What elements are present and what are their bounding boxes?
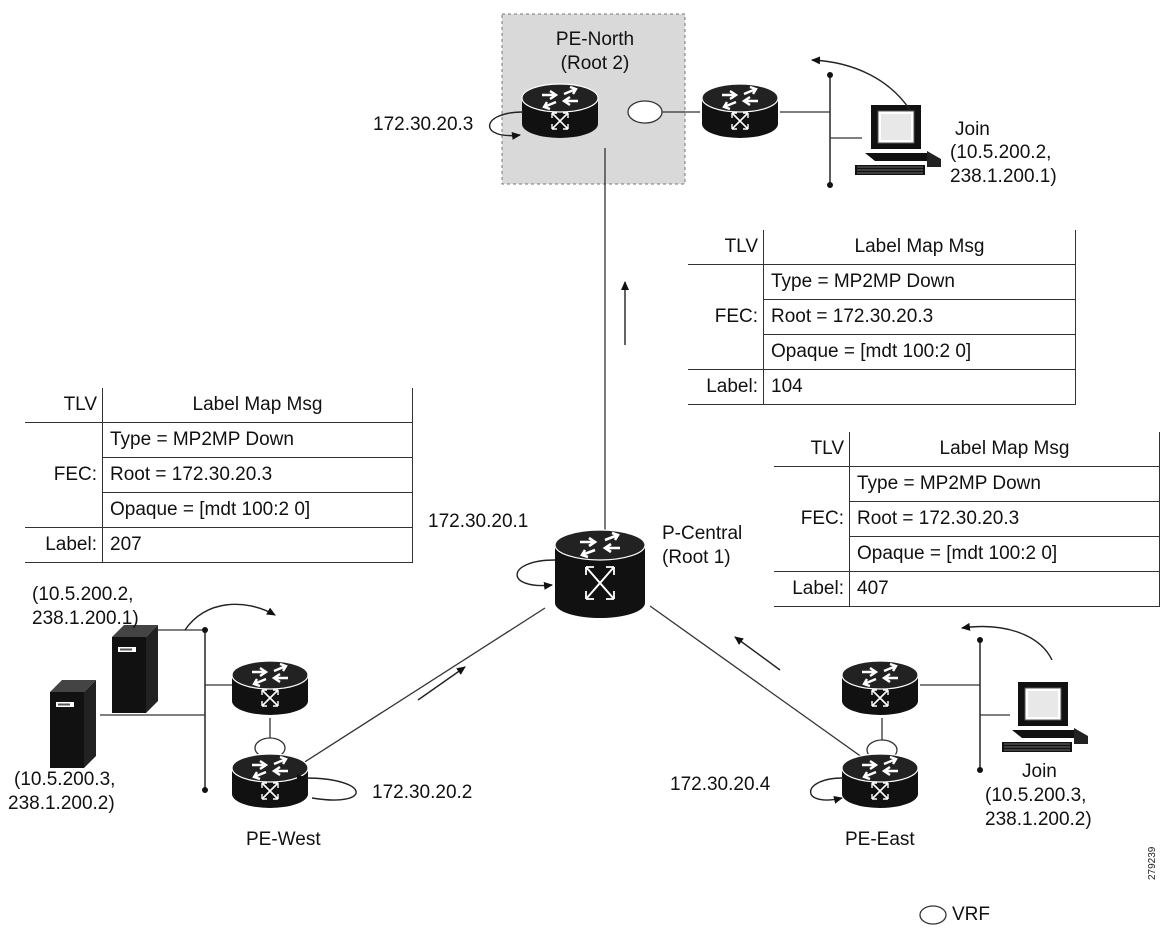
north-join-addr1: (10.5.200.2,: [950, 142, 1052, 163]
east-join-label: Join: [1022, 761, 1057, 782]
pe-north-name: PE-North: [555, 29, 635, 50]
west-server-upper-icon: [112, 625, 158, 713]
north-fec-opaque: Opaque = [mdt 100:2 0]: [763, 334, 1076, 370]
pe-east-ip: 172.30.20.4: [670, 774, 771, 795]
ce-east-router-icon: [840, 659, 920, 717]
north-fec-root: Root = 172.30.20.3: [763, 299, 1076, 335]
east-host-pc-icon: [1001, 681, 1089, 753]
west-fec-opaque: Opaque = [mdt 100:2 0]: [102, 492, 413, 528]
vrf-legend-icon: [919, 905, 947, 925]
north-join-addr2: 238.1.200.1): [950, 166, 1057, 187]
pe-north-vrf-icon: [627, 100, 663, 124]
west-label-value: 207: [102, 527, 413, 563]
east-fec-opaque: Opaque = [mdt 100:2 0]: [849, 536, 1160, 572]
north-join-label: Join: [955, 119, 990, 140]
upstream-west-arrow: [417, 666, 466, 701]
pe-east-name: PE-East: [845, 829, 915, 850]
west-upper-addr1: (10.5.200.2,: [32, 584, 134, 605]
east-label-map-table: TLV Label Map Msg Type = MP2MP Down FEC:…: [774, 432, 1160, 607]
east-fec-root: Root = 172.30.20.3: [849, 501, 1160, 537]
pe-north-loop-arrow: [489, 111, 524, 140]
west-label-map-table: TLV Label Map Msg Type = MP2MP Down FEC:…: [25, 388, 413, 563]
east-join-addr2: 238.1.200.2): [985, 809, 1092, 830]
north-msg-header: Label Map Msg: [763, 230, 1076, 265]
figure-id: 279239: [1147, 846, 1158, 880]
west-fec-key: FEC:: [25, 457, 103, 493]
pe-north-router-icon: [520, 82, 600, 140]
upstream-east-arrow: [734, 636, 781, 671]
north-label-value: 104: [763, 369, 1076, 405]
east-label-key: Label:: [774, 571, 850, 607]
pe-north-role: (Root 2): [560, 53, 630, 74]
vrf-legend-label: VRF: [952, 904, 990, 925]
pe-west-ip: 172.30.20.2: [372, 782, 473, 803]
pe-north-ip: 172.30.20.3: [373, 114, 474, 135]
east-join-addr1: (10.5.200.3,: [985, 785, 1087, 806]
west-label-key: Label:: [25, 527, 103, 563]
east-join-arrow: [961, 622, 1053, 661]
west-lower-addr2: 238.1.200.2): [8, 793, 115, 814]
pe-east-loop-arrow: [810, 777, 844, 804]
north-join-arrow: [811, 56, 911, 111]
east-msg-header: Label Map Msg: [849, 432, 1160, 467]
west-fec-root: Root = 172.30.20.3: [102, 457, 413, 493]
p-central-loop-arrow: [516, 559, 556, 590]
west-join-arrow: [184, 603, 276, 631]
north-label-key: Label:: [688, 369, 764, 405]
north-host-pc-icon: [854, 104, 942, 176]
p-central-role: (Root 1): [662, 547, 731, 568]
pe-west-name: PE-West: [246, 829, 321, 850]
north-fec-key: FEC:: [688, 299, 764, 335]
east-fec-type: Type = MP2MP Down: [849, 466, 1160, 502]
east-fec-key: FEC:: [774, 501, 850, 537]
north-tlv-header: TLV: [688, 230, 764, 265]
north-label-map-table: TLV Label Map Msg Type = MP2MP Down FEC:…: [688, 230, 1076, 405]
p-central-ip: 172.30.20.1: [428, 511, 529, 532]
west-msg-header: Label Map Msg: [102, 388, 413, 423]
p-central-switch-icon: [553, 528, 647, 620]
pe-east-router-icon: [840, 752, 920, 810]
north-fec-type: Type = MP2MP Down: [763, 264, 1076, 300]
west-lower-addr1: (10.5.200.3,: [14, 769, 116, 790]
west-fec-type: Type = MP2MP Down: [102, 422, 413, 458]
pe-west-router-icon: [230, 752, 310, 810]
east-label-value: 407: [849, 571, 1160, 607]
ce-west-router-icon: [230, 659, 310, 717]
p-central-name: P-Central: [662, 523, 743, 544]
east-tlv-header: TLV: [774, 432, 850, 467]
west-tlv-header: TLV: [25, 388, 103, 423]
pe-west-loop-arrow: [296, 773, 357, 801]
ce-north-router-icon: [700, 82, 780, 140]
west-upper-addr2: 238.1.200.1): [32, 608, 139, 629]
west-server-lower-icon: [50, 680, 96, 768]
